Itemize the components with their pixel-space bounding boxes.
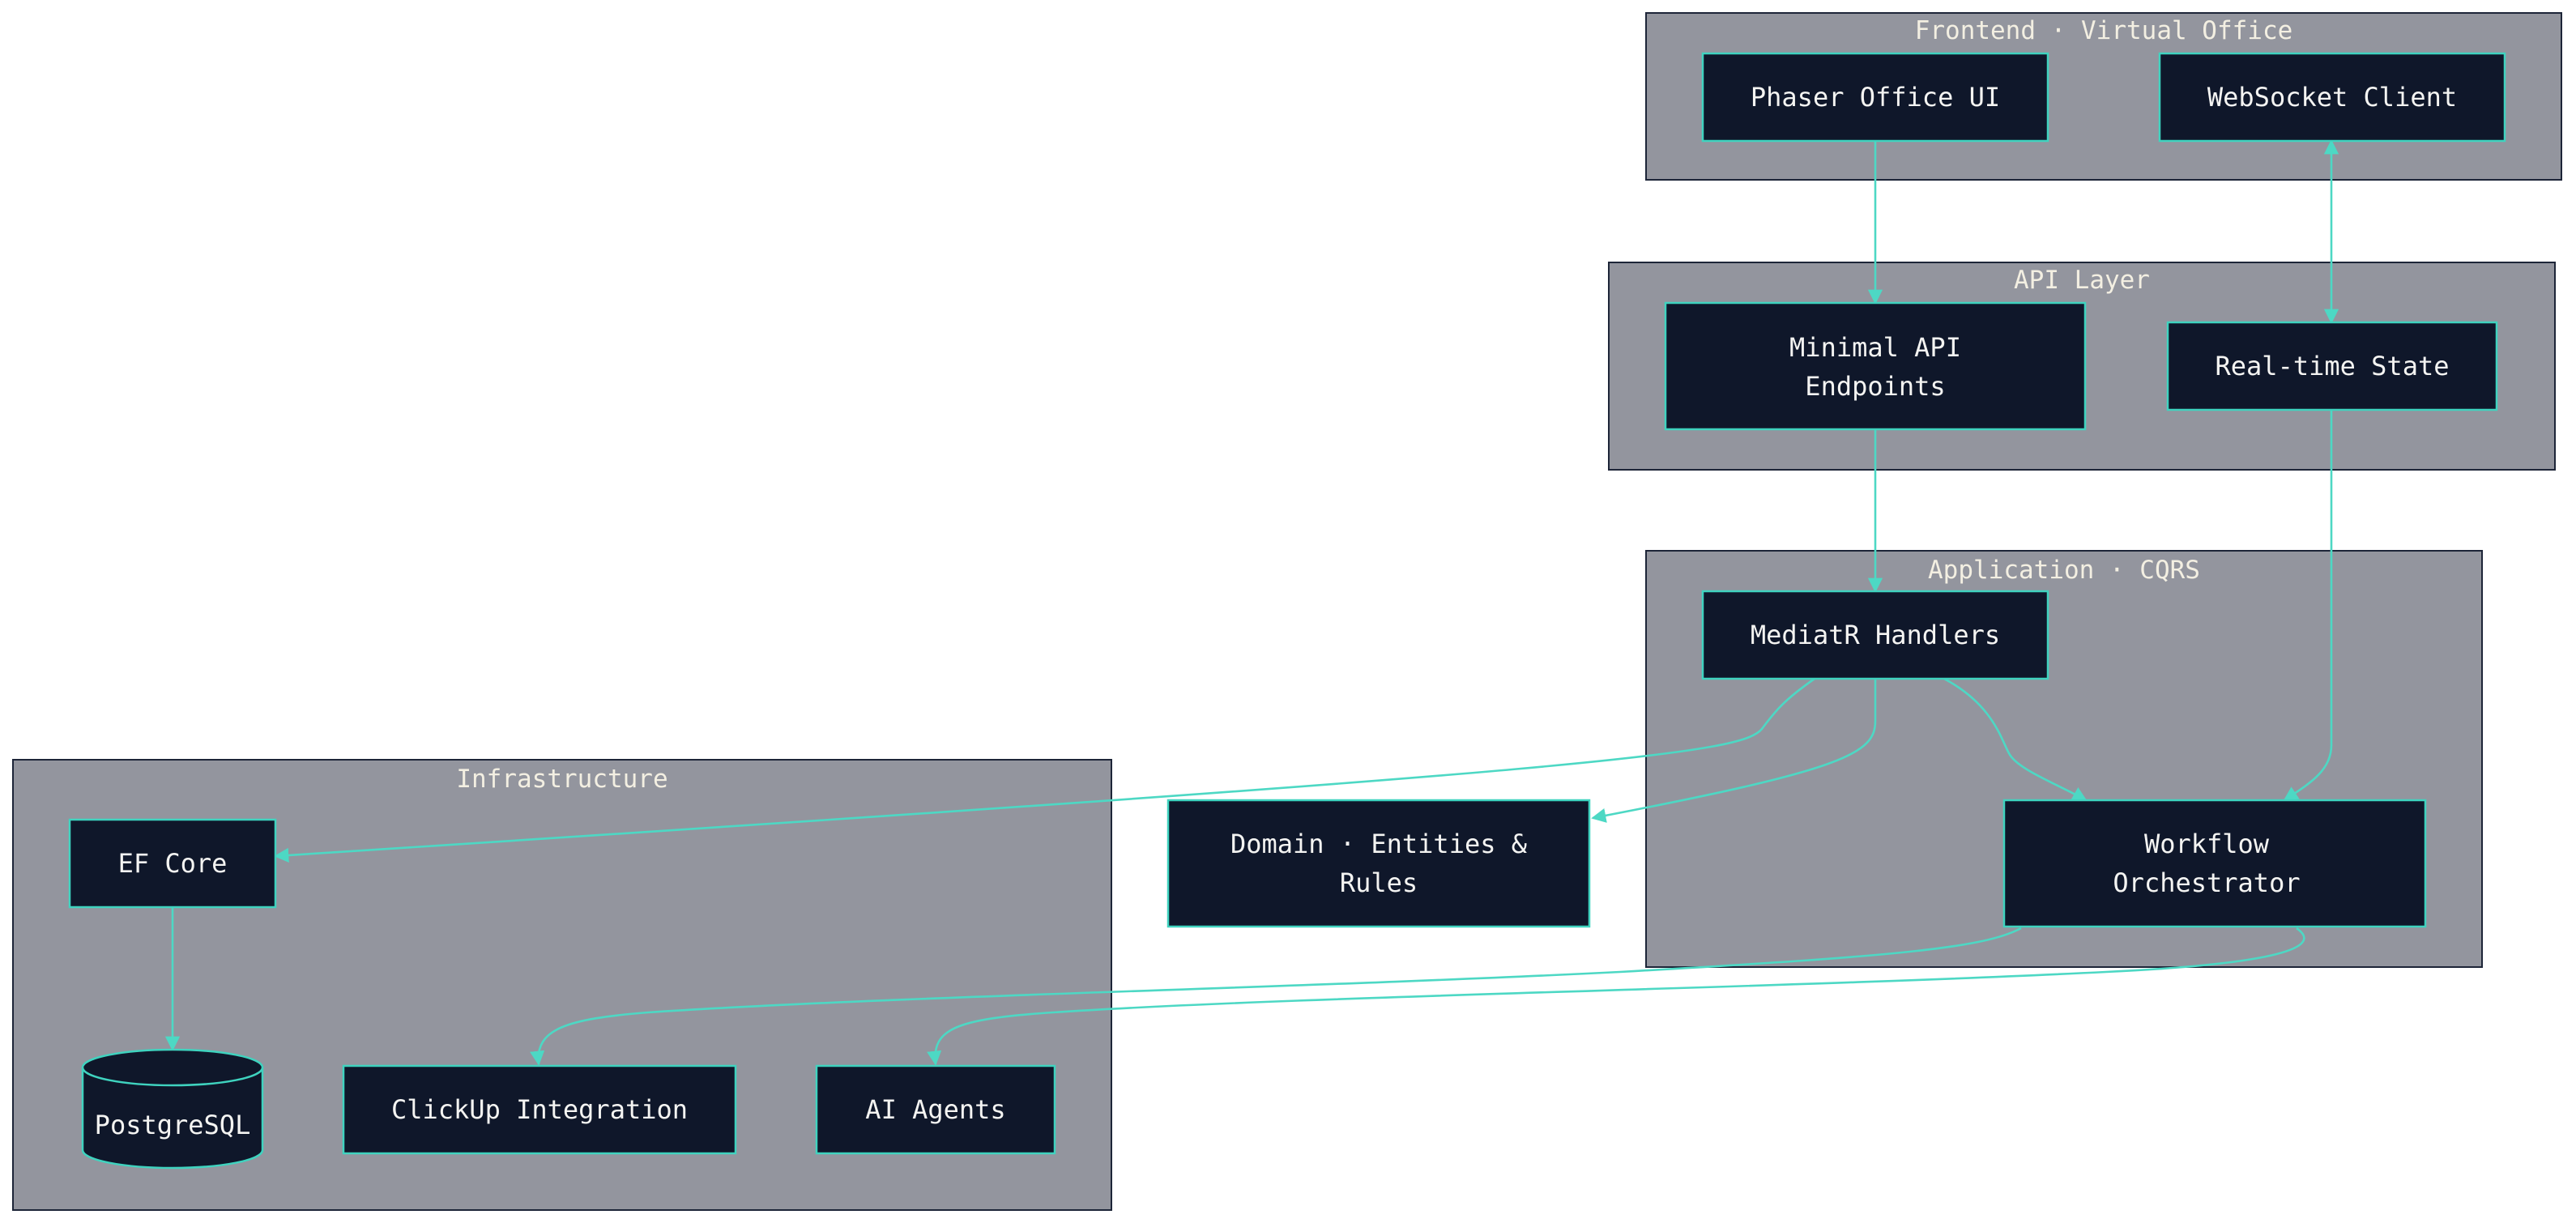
node-phaser-office-ui-label: Phaser Office UI bbox=[1751, 82, 2000, 113]
node-minimal-api-endpoints[interactable]: Minimal API Endpoints bbox=[1664, 301, 2087, 431]
node-postgresql-label: PostgreSQL bbox=[95, 1110, 251, 1140]
edge-workflow-to-clickup bbox=[530, 927, 2022, 1066]
node-ef-core[interactable]: EF Core bbox=[68, 818, 277, 909]
node-postgresql[interactable]: PostgreSQL bbox=[81, 1048, 264, 1170]
node-websocket-client-label: WebSocket Client bbox=[2207, 82, 2457, 113]
node-minimal-api-endpoints-label-line2: Endpoints bbox=[1805, 371, 1945, 402]
edge-mediatr-to-workflow bbox=[1943, 677, 2088, 802]
node-workflow-orchestrator-label-line1: Workflow bbox=[2144, 829, 2270, 859]
node-workflow-orchestrator[interactable]: Workflow Orchestrator bbox=[2002, 799, 2427, 928]
node-realtime-state-label: Real-time State bbox=[2216, 351, 2450, 381]
node-realtime-state[interactable]: Real-time State bbox=[2166, 321, 2498, 411]
node-ai-agents[interactable]: AI Agents bbox=[815, 1064, 1056, 1155]
node-workflow-orchestrator-label-line2: Orchestrator bbox=[2113, 867, 2300, 898]
edge-mediatr-to-efcore bbox=[274, 677, 1815, 863]
node-mediatr-handlers[interactable]: MediatR Handlers bbox=[1701, 590, 2049, 680]
node-clickup-integration[interactable]: ClickUp Integration bbox=[342, 1064, 737, 1155]
node-websocket-client[interactable]: WebSocket Client bbox=[2158, 52, 2506, 143]
node-mediatr-handlers-label: MediatR Handlers bbox=[1751, 620, 2000, 650]
node-domain-label-line2: Rules bbox=[1340, 867, 1418, 898]
node-phaser-office-ui[interactable]: Phaser Office UI bbox=[1701, 52, 2049, 143]
edges bbox=[164, 139, 2339, 1066]
edge-workflow-to-ai-agents bbox=[927, 927, 2305, 1066]
node-ef-core-label: EF Core bbox=[118, 848, 228, 879]
edge-mediatr-to-domain bbox=[1591, 679, 1877, 823]
group-application-title: Application · CQRS bbox=[1928, 556, 2200, 585]
node-domain-label-line1: Domain · Entities & bbox=[1230, 829, 1528, 859]
edge-realtime-to-workflow bbox=[2283, 410, 2333, 802]
node-ai-agents-label: AI Agents bbox=[865, 1094, 1005, 1125]
group-frontend-title: Frontend · Virtual Office bbox=[1915, 16, 2293, 45]
node-minimal-api-endpoints-label-line1: Minimal API bbox=[1789, 332, 1961, 363]
node-domain[interactable]: Domain · Entities & Rules bbox=[1166, 799, 1591, 928]
group-api-title: API Layer bbox=[2014, 266, 2150, 295]
group-infrastructure-title: Infrastructure bbox=[456, 765, 667, 794]
node-clickup-integration-label: ClickUp Integration bbox=[391, 1094, 688, 1125]
